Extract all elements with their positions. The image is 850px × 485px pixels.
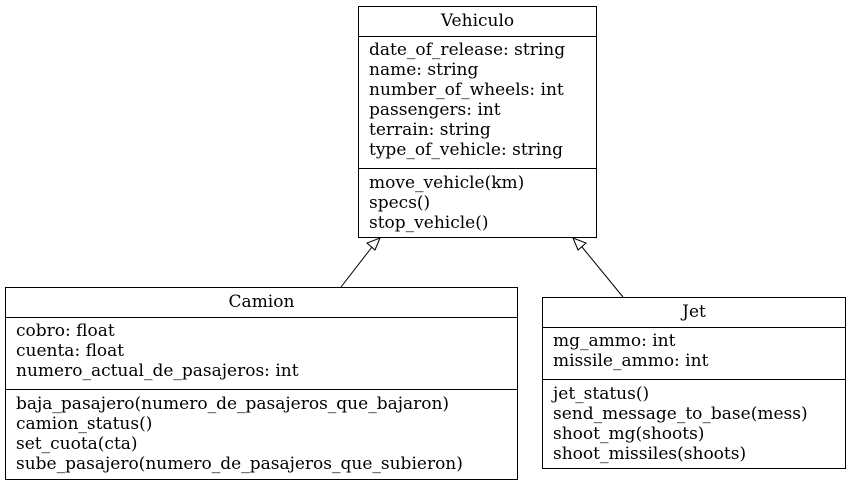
attribute: terrain: string (369, 120, 491, 140)
attribute: passengers: int (369, 100, 501, 120)
method: send_message_to_base(mess) (553, 404, 808, 424)
method: jet_status() (553, 384, 650, 404)
method: baja_pasajero(numero_de_pasajeros_que_ba… (16, 394, 450, 414)
class-camion: Camion cobro: float cuenta: float numero… (5, 287, 518, 480)
method: set_cuota(cta) (16, 434, 138, 454)
attributes-compartment: mg_ammo: int missile_ammo: int (543, 328, 845, 380)
class-vehiculo: Vehiculo date_of_release: string name: s… (358, 6, 597, 238)
jet-inherits-vehiculo-edge (572, 237, 624, 298)
attributes-compartment: date_of_release: string name: string num… (359, 37, 596, 169)
methods-compartment: move_vehicle(km) specs() stop_vehicle() (359, 169, 596, 233)
attribute: name: string (369, 60, 479, 80)
class-name: Camion (6, 288, 517, 318)
method: stop_vehicle() (369, 213, 489, 233)
method: specs() (369, 193, 431, 213)
method: camion_status() (16, 414, 153, 434)
attribute: mg_ammo: int (553, 331, 676, 351)
class-name: Vehiculo (359, 7, 596, 37)
attribute: date_of_release: string (369, 40, 566, 60)
attribute: missile_ammo: int (553, 351, 709, 371)
attribute: number_of_wheels: int (369, 80, 564, 100)
attributes-compartment: cobro: float cuenta: float numero_actual… (6, 318, 517, 390)
attribute: cobro: float (16, 321, 115, 341)
camion-inherits-vehiculo-edge (340, 237, 381, 288)
attribute: numero_actual_de_pasajeros: int (16, 361, 299, 381)
methods-compartment: baja_pasajero(numero_de_pasajeros_que_ba… (6, 390, 517, 474)
method: shoot_mg(shoots) (553, 424, 705, 444)
method: move_vehicle(km) (369, 173, 525, 193)
class-jet: Jet mg_ammo: int missile_ammo: int jet_s… (542, 297, 846, 469)
attribute: cuenta: float (16, 341, 125, 361)
method: sube_pasajero(numero_de_pasajeros_que_su… (16, 454, 463, 474)
attribute: type_of_vehicle: string (369, 140, 564, 160)
method: shoot_missiles(shoots) (553, 444, 747, 464)
inheritance-arrowhead (366, 237, 381, 251)
inheritance-arrowhead (572, 237, 587, 251)
class-name: Jet (543, 298, 845, 328)
methods-compartment: jet_status() send_message_to_base(mess) … (543, 380, 845, 464)
